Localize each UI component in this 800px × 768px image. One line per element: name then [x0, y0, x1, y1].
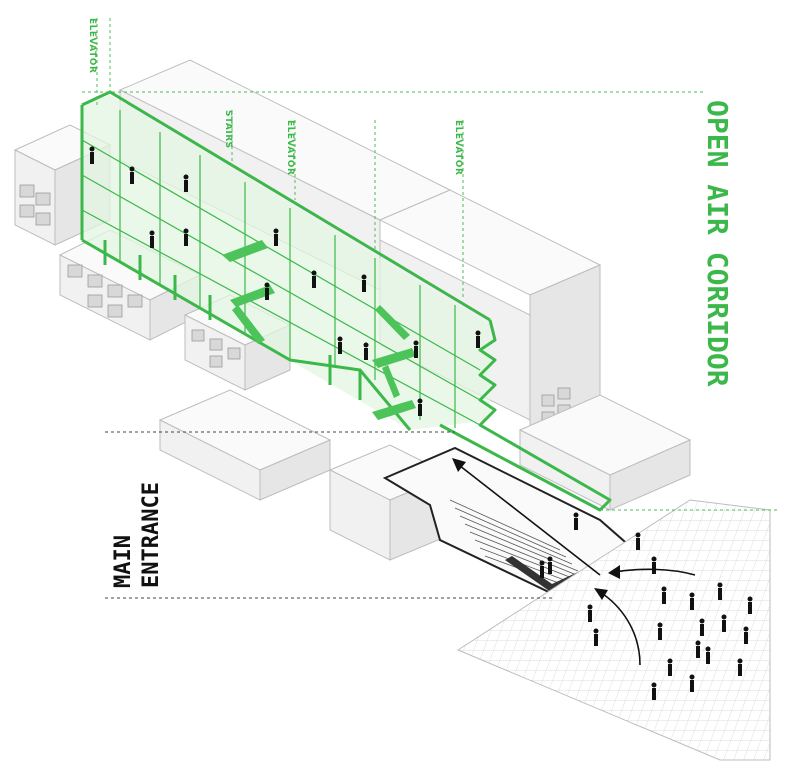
open-air-corridor-label: OPEN AIR CORRIDOR	[701, 100, 734, 387]
guide-lines	[82, 18, 780, 599]
stairs-label: STAIRS	[223, 110, 233, 149]
labels: ELEVATOR STAIRS ELEVATOR ELEVATOR OPEN A…	[87, 18, 734, 588]
people	[89, 146, 753, 700]
elevator-label-2: ELEVATOR	[285, 120, 295, 175]
plaza	[456, 499, 771, 761]
main-entrance-label-line2: ENTRANCE	[139, 482, 164, 588]
elevator-label-3: ELEVATOR	[453, 120, 463, 175]
elevator-label-1: ELEVATOR	[87, 18, 97, 73]
main-entrance-label-line1: MAIN	[111, 535, 136, 588]
